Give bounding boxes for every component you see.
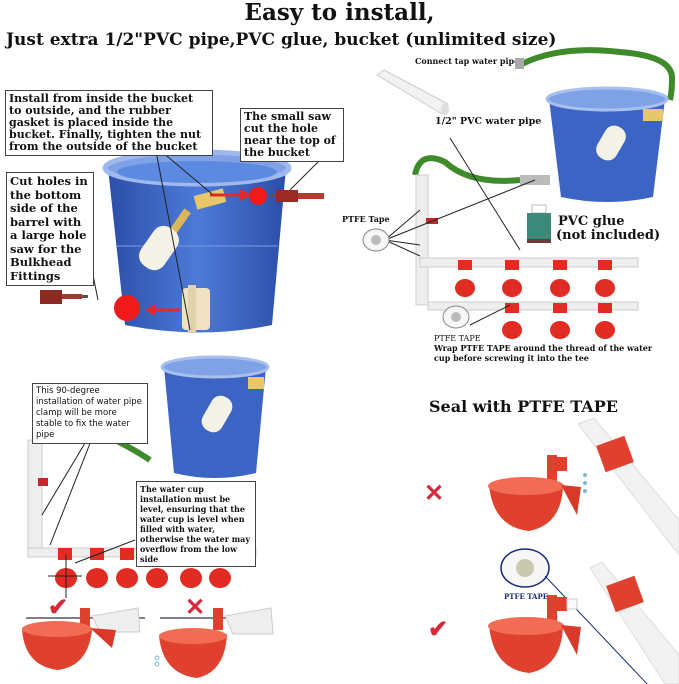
- label-pvc-pipe: 1/2" PVC water pipe: [435, 116, 542, 127]
- label-not-included: (not included): [556, 228, 661, 243]
- label-ptfe-tape-caps: PTFE TAPE: [434, 334, 481, 343]
- ptfe-tape-roll-large: [500, 548, 648, 684]
- correct-mark-icon: ✔: [48, 592, 69, 621]
- water-cup-tilted: [154, 607, 274, 678]
- water-cup-with-tape: [488, 595, 581, 673]
- page-subtitle: Just extra 1/2"PVC pipe,PVC glue, bucket…: [6, 30, 557, 50]
- label-ptfe-tape-seal: PTFE TAPE: [504, 592, 549, 601]
- large-hole-saw-icon: [40, 290, 88, 304]
- wrong-mark-icon: ✕: [185, 592, 206, 621]
- pvc-pipe-icon: [376, 69, 449, 115]
- correct-mark-icon-seal: ✔: [428, 614, 449, 643]
- label-ptfe-tape: PTFE Tape: [342, 214, 390, 224]
- water-cup-level: [22, 607, 141, 670]
- note-level-installation: The water cup installation must be level…: [136, 481, 256, 567]
- note-wrap-ptfe: Wrap PTFE TAPE around the thread of the …: [434, 343, 653, 363]
- wrong-mark-icon-seal: ✕: [424, 478, 445, 507]
- note-small-saw: The small saw cut the hole near the top …: [240, 108, 344, 162]
- bucket-small: [160, 355, 270, 478]
- label-pvc-glue: PVC glue: [558, 214, 625, 229]
- note-install-direction: Install from inside the bucket to outsid…: [5, 90, 213, 156]
- ptfe-tape-roll-icon: [362, 228, 390, 252]
- ptfe-tape-roll-icon-2: [442, 305, 470, 329]
- small-hole-saw-icon: [270, 190, 324, 202]
- page-title: Easy to install,: [244, 0, 435, 26]
- note-pipe-clamp: This 90-degree installation of water pip…: [32, 383, 148, 444]
- bucket-with-float: [545, 86, 669, 202]
- bucket-illustration: [102, 149, 292, 333]
- note-cut-holes: Cut holes in the bottom side of the barr…: [6, 172, 94, 286]
- label-connect-tap: Connect tap water pipe: [415, 56, 520, 66]
- seal-heading: Seal with PTFE TAPE: [429, 397, 618, 416]
- pvc-glue-can-icon: [527, 204, 551, 243]
- water-cup-no-tape: [488, 455, 587, 531]
